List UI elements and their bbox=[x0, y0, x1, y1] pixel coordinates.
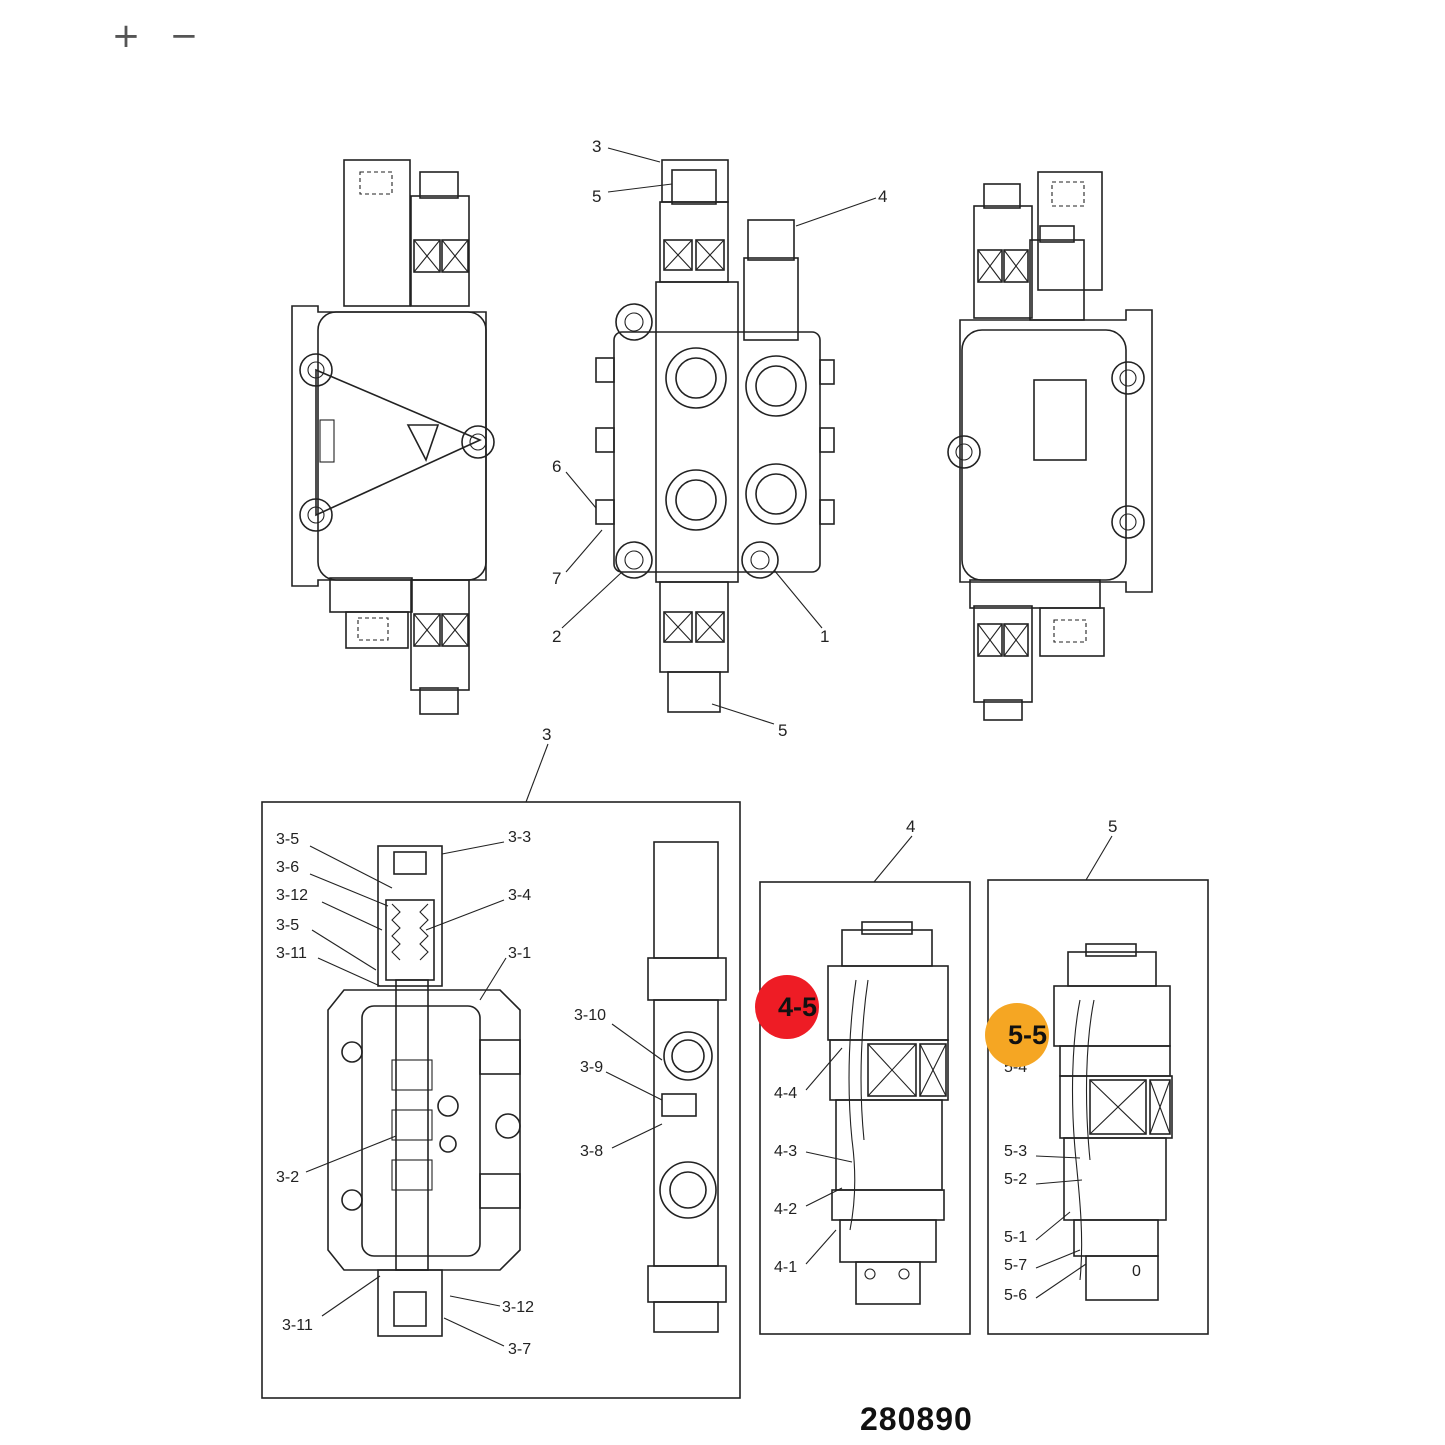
hotspot-5-5-marker[interactable] bbox=[985, 1003, 1049, 1067]
section-label-5: 5 bbox=[1108, 817, 1117, 836]
label-4-1: 4-1 bbox=[774, 1259, 797, 1276]
valve-left-view bbox=[291, 159, 495, 715]
label-4-3: 4-3 bbox=[774, 1143, 797, 1160]
label-3-12-a: 3-12 bbox=[276, 887, 308, 904]
callout-7: 7 bbox=[552, 569, 561, 588]
label-3-6: 3-6 bbox=[276, 859, 299, 876]
label-3-9: 3-9 bbox=[580, 1059, 603, 1076]
label-3-8: 3-8 bbox=[580, 1143, 603, 1160]
label-5-6: 5-6 bbox=[1004, 1287, 1027, 1304]
hotspot-4-5-label[interactable]: 4-5 bbox=[778, 992, 817, 1022]
hotspot-4-5-marker[interactable] bbox=[755, 975, 819, 1039]
section-label-3: 3 bbox=[542, 725, 551, 744]
detail-4-box: 4 4-4 4-3 4-2 4-1 bbox=[759, 817, 971, 1335]
label-5-3: 5-3 bbox=[1004, 1143, 1027, 1160]
label-5-port: 0 bbox=[1132, 1263, 1141, 1280]
label-3-5-a: 3-5 bbox=[276, 831, 299, 848]
detail-5-box: 5 0 5-4 5-3 5-2 5-1 5-7 5-6 bbox=[987, 817, 1209, 1335]
detail-3-box: 3 bbox=[261, 725, 741, 1399]
callout-2: 2 bbox=[552, 627, 561, 646]
label-3-3: 3-3 bbox=[508, 829, 531, 846]
label-3-2: 3-2 bbox=[276, 1169, 299, 1186]
hotspot-4-5[interactable]: 4-5 bbox=[755, 975, 819, 1039]
callout-5-top: 5 bbox=[592, 187, 601, 206]
valve-right-view bbox=[947, 171, 1153, 721]
label-3-12-b: 3-12 bbox=[502, 1299, 534, 1316]
section-label-4: 4 bbox=[906, 817, 915, 836]
callout-3: 3 bbox=[592, 137, 601, 156]
label-3-10: 3-10 bbox=[574, 1007, 606, 1024]
hotspot-5-5[interactable]: 5-5 bbox=[985, 1003, 1049, 1067]
label-3-5-b: 3-5 bbox=[276, 917, 299, 934]
label-5-1: 5-1 bbox=[1004, 1229, 1027, 1246]
callout-1: 1 bbox=[820, 627, 829, 646]
label-5-7: 5-7 bbox=[1004, 1257, 1027, 1274]
part-number: 280890 bbox=[860, 1401, 973, 1437]
zoom-controls: + − bbox=[108, 16, 202, 56]
label-3-4: 3-4 bbox=[508, 887, 531, 904]
label-4-2: 4-2 bbox=[774, 1201, 797, 1218]
label-3-11-b: 3-11 bbox=[282, 1317, 313, 1334]
label-3-7: 3-7 bbox=[508, 1341, 531, 1358]
label-3-1: 3-1 bbox=[508, 945, 531, 962]
hotspot-5-5-label[interactable]: 5-5 bbox=[1008, 1020, 1047, 1050]
label-5-2: 5-2 bbox=[1004, 1171, 1027, 1188]
callout-6: 6 bbox=[552, 457, 561, 476]
label-4-4: 4-4 bbox=[774, 1085, 797, 1102]
zoom-out-button[interactable]: − bbox=[166, 16, 202, 56]
zoom-in-button[interactable]: + bbox=[108, 16, 144, 56]
callout-5-bottom: 5 bbox=[778, 721, 787, 740]
label-3-11-a: 3-11 bbox=[276, 945, 307, 962]
valve-center-view bbox=[595, 159, 835, 713]
top-callouts: 3 5 4 6 7 2 1 5 bbox=[552, 137, 887, 740]
callout-4: 4 bbox=[878, 187, 887, 206]
